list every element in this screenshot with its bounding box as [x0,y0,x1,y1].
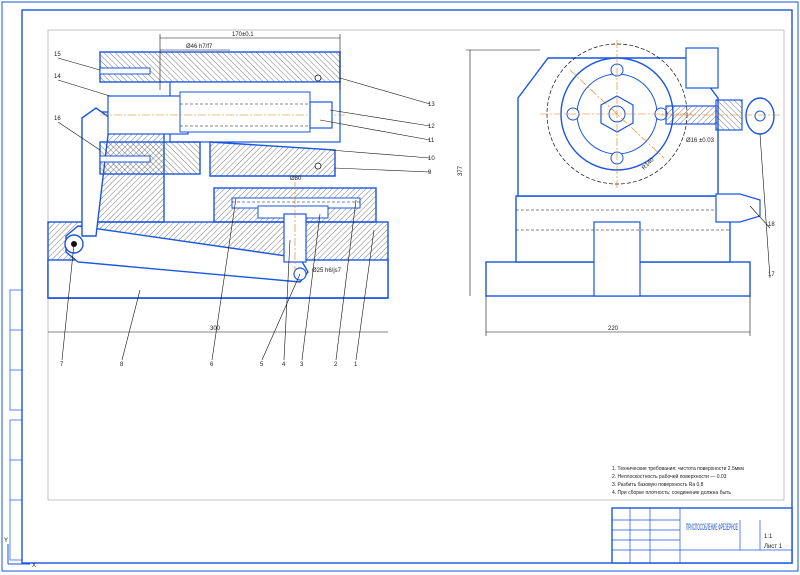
title-name: ПРИСПОСОБЛЕНИЕ ФРЕЗЕРНОЕ [686,522,738,532]
leaders-bottom: 7 8 6 5 4 3 2 1 [60,197,375,368]
title-block: ПРИСПОСОБЛЕНИЕ ФРЕЗЕРНОЕ 1:1 Лист 1 [611,507,793,564]
left-margin-strip [9,289,23,561]
part-15: 15 [54,52,61,58]
title-mass: Лист 1 [764,544,783,550]
part-13: 13 [428,102,435,108]
dim-inner-80: Ø80 [290,176,302,182]
part-12: 12 [428,124,435,130]
part-4: 4 [282,362,286,368]
dim-height-377: 377 [458,165,464,176]
dim-top-inner: Ø46 h7/f7 [186,44,213,50]
part-3: 3 [300,362,304,368]
side-view: 377 220 Ø16 ±0.03 R140 18 17 [458,40,780,336]
part-10: 10 [428,156,435,162]
note-3: 3. Разбить базовую поверхность Ra 0,8 [612,482,704,488]
part-14: 14 [54,74,61,80]
axis-y-label: Y [4,538,8,544]
dim-length-300: 300 [210,326,221,332]
part-16: 16 [54,116,61,122]
part-1: 1 [354,362,358,368]
note-4: 4. При сборке плотность: соединение долж… [612,490,731,496]
part-8: 8 [120,362,124,368]
leaders-left-top: 15 14 16 [54,52,111,151]
note-1: 1. Технические требования: чистота повер… [612,466,744,472]
axis-x-label: X [32,563,36,569]
dim-fit: Ø16 ±0.03 [686,138,715,144]
part-11: 11 [428,138,435,144]
part-6: 6 [210,362,214,368]
part-9: 9 [428,170,432,176]
technical-notes: 1. Технические требования: чистота повер… [612,466,744,496]
dim-pin: Ø25 h6/js7 [312,268,342,274]
part-7: 7 [60,362,64,368]
sheet-inner-frame [21,9,793,564]
part-2: 2 [334,362,338,368]
note-2: 2. Неплоскостность рабочей поверхности —… [612,473,727,480]
dim-width-220: 220 [608,326,619,332]
title-sheet: 1:1 [764,534,773,540]
axes-marker: X Y [4,538,36,569]
front-section-view: 170±0.1 Ø46 h7/f7 300 Ø80 Ø25 h6/js7 15 … [47,32,435,368]
part-18: 18 [768,222,775,228]
dim-top-overall: 170±0.1 [232,32,254,38]
part-5: 5 [260,362,264,368]
leaders-right: 13 12 11 10 9 [319,77,435,176]
part-17: 17 [768,272,775,278]
